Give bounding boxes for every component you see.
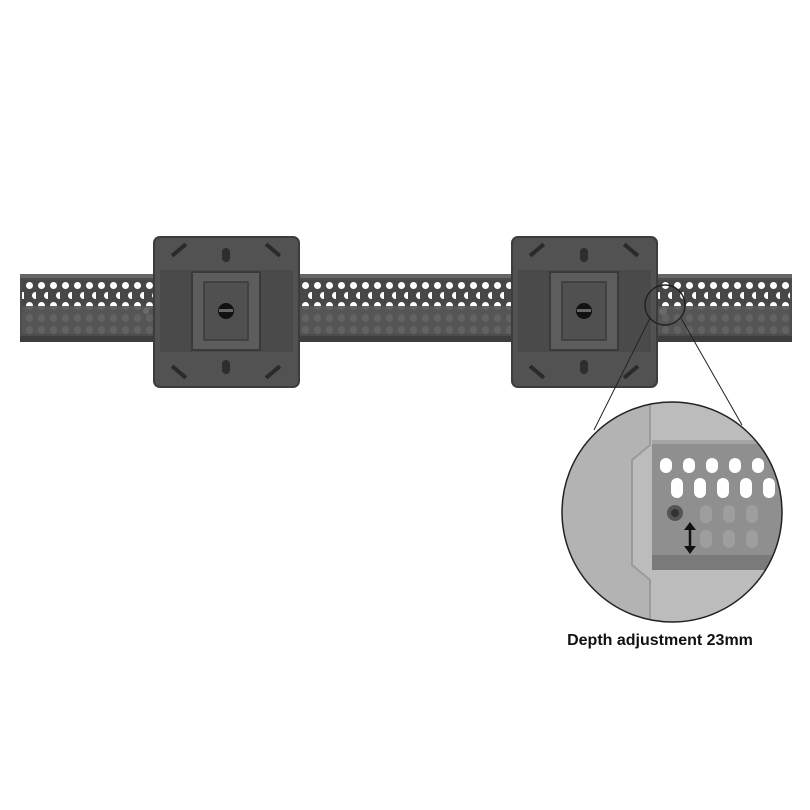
depth-adjustment-caption: Depth adjustment 23mm [567, 632, 753, 649]
callout-line-right [680, 317, 743, 426]
adjust-screw-icon [667, 505, 683, 521]
callout-marker [644, 284, 686, 326]
double-arrow-icon [684, 522, 696, 554]
vesa-plate-left [153, 236, 300, 388]
callout-line-left [593, 317, 651, 431]
vesa-plate-right [511, 236, 658, 388]
mounting-rail [20, 274, 792, 342]
